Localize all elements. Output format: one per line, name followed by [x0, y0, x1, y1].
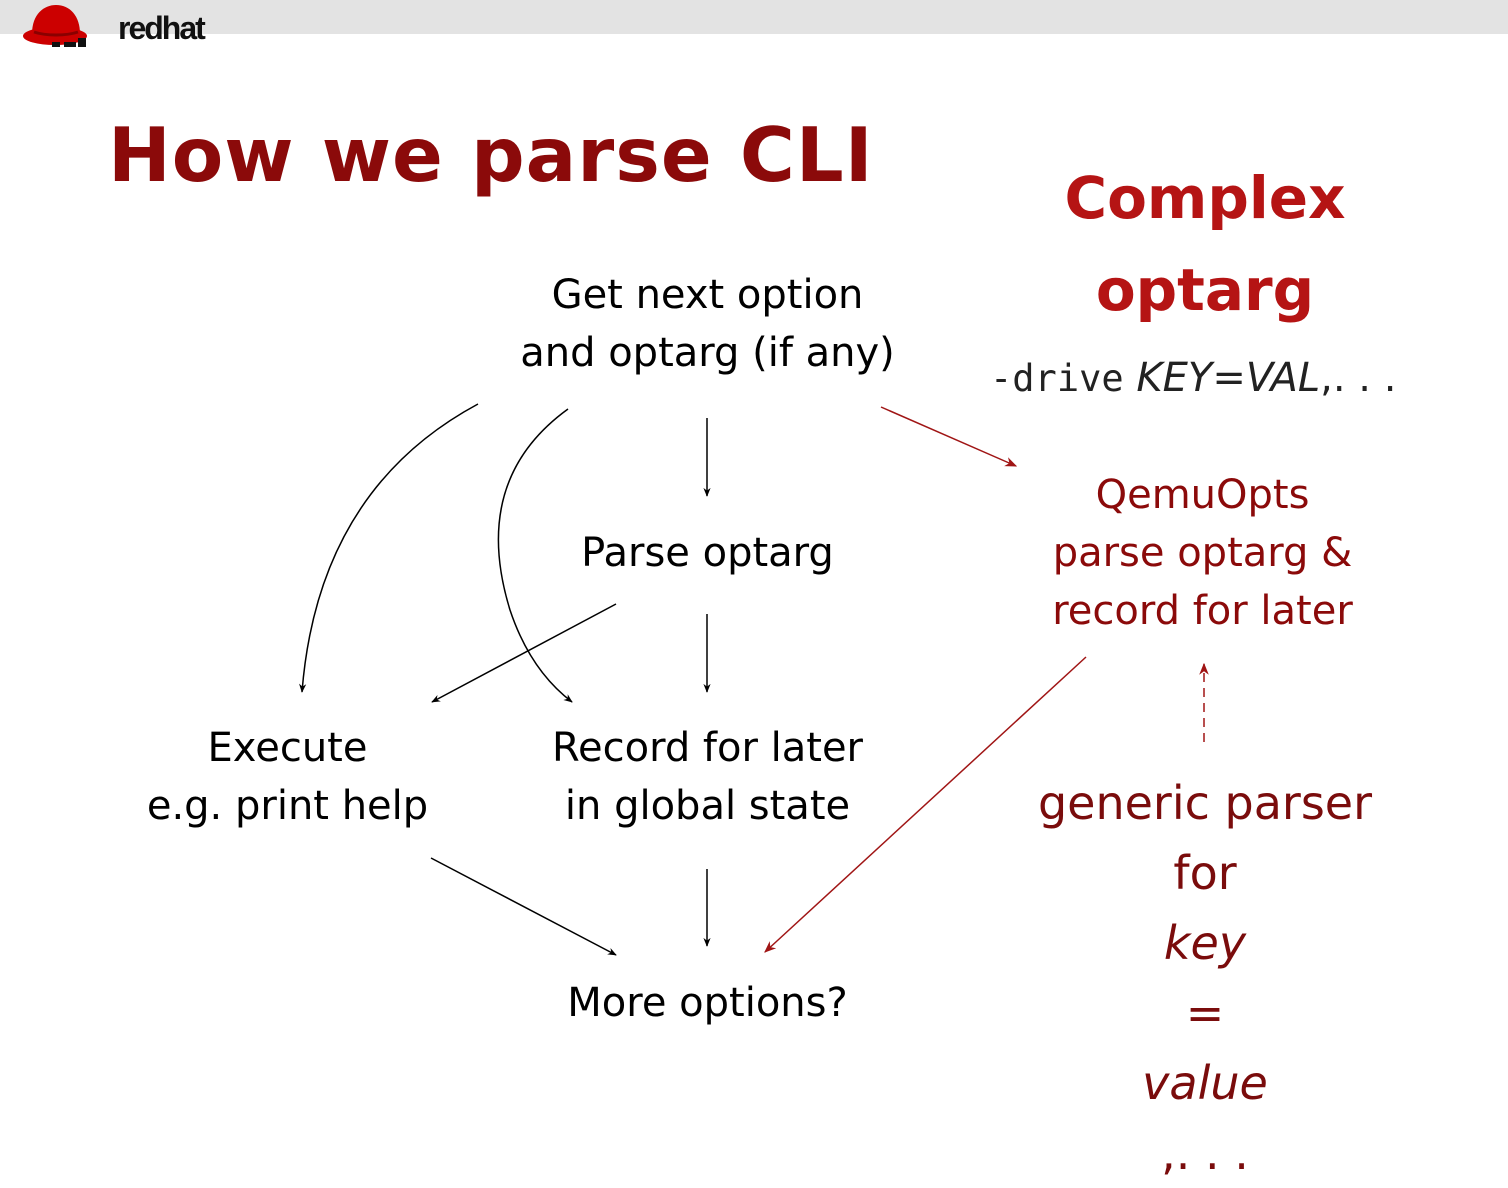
node-get-next-option: Get next option and optarg (if any) — [505, 266, 910, 382]
syntax-eq: = — [1212, 355, 1246, 401]
edge-parse-to-execute — [431, 603, 617, 703]
node-more-options: More options? — [545, 974, 870, 1032]
redhat-wordmark: redhat — [118, 10, 206, 46]
flow-edges — [299, 403, 1209, 956]
generic-for: for — [1173, 846, 1237, 900]
node-execute: Execute e.g. print help — [130, 719, 445, 835]
edge-get-to-record — [497, 408, 573, 703]
edge-execute-to-more — [430, 857, 617, 956]
node-execute-line2: e.g. print help — [146, 783, 429, 829]
node-parse-optarg: Parse optarg — [555, 524, 860, 582]
node-more-line1: More options? — [567, 980, 848, 1026]
side-title-line1: Complex — [1064, 164, 1346, 232]
node-parse-optarg-line1: Parse optarg — [581, 530, 834, 576]
node-record-line2: in global state — [564, 783, 851, 829]
node-qemuopts-line3: record for later — [1052, 588, 1353, 634]
top-bar — [0, 0, 1508, 34]
slide-title: How we parse CLI — [108, 111, 874, 199]
node-qemuopts-line2: parse optarg & — [1052, 530, 1353, 576]
generic-key: key — [1163, 916, 1247, 970]
node-record-for-later: Record for later in global state — [530, 719, 885, 835]
generic-value: value — [1142, 1056, 1268, 1110]
generic-parser-line1: generic parser — [1037, 776, 1373, 830]
node-qemuopts: QemuOpts parse optarg & record for later — [1030, 466, 1375, 640]
node-execute-line1: Execute — [207, 725, 368, 771]
edge-get-to-execute — [299, 403, 479, 693]
edge-get-to-qemuopts — [880, 406, 1018, 467]
redhat-shadowman-icon — [23, 5, 87, 47]
syntax-val: VAL — [1245, 355, 1321, 401]
syntax-key: KEY — [1136, 355, 1213, 401]
node-get-next-line2: and optarg (if any) — [520, 330, 895, 376]
node-record-line1: Record for later — [552, 725, 863, 771]
side-title-line2: optarg — [1095, 256, 1315, 324]
generic-eq: = — [1185, 986, 1225, 1040]
syntax-rest: ,. . . — [1320, 355, 1397, 401]
node-get-next-line1: Get next option — [551, 272, 864, 318]
redhat-logo: redhat — [22, 2, 242, 50]
side-title: Complex optarg — [1050, 152, 1360, 336]
node-qemuopts-line1: QemuOpts — [1095, 472, 1310, 518]
drive-syntax: -drive KEY=VAL,. . . — [990, 355, 1396, 401]
drive-flag: -drive — [990, 357, 1124, 400]
edge-qemuopts-to-more — [764, 656, 1087, 953]
